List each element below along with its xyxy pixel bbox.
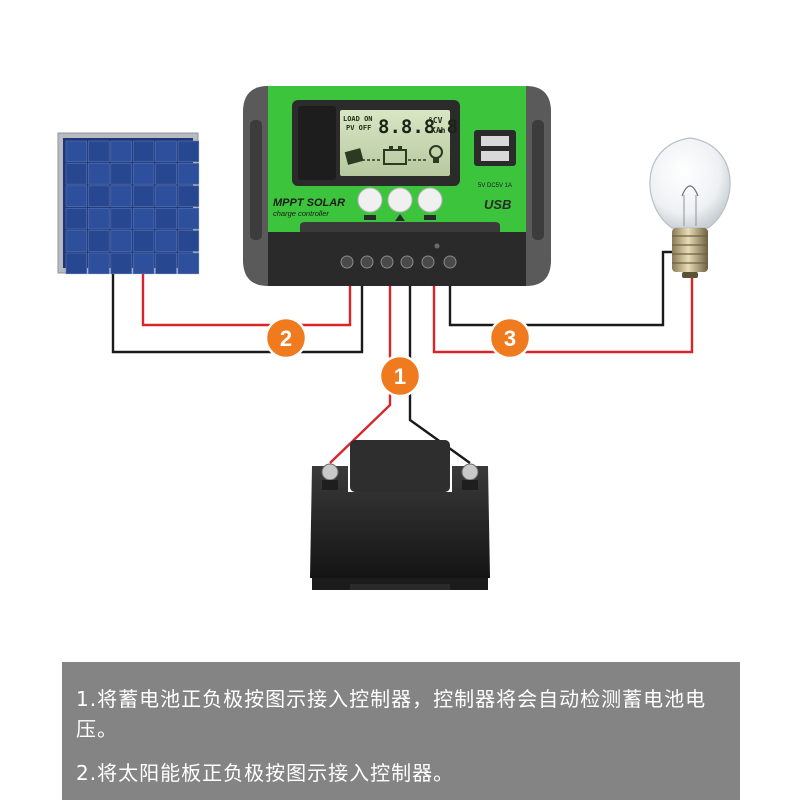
panel-cells xyxy=(65,140,200,275)
panel-cell xyxy=(65,185,88,207)
usb-label: USB xyxy=(484,197,511,212)
usb-port-1[interactable] xyxy=(481,136,509,146)
terminal-4[interactable] xyxy=(400,255,414,269)
battery-positive-terminal xyxy=(321,463,339,481)
controller-button-3[interactable] xyxy=(417,187,443,213)
lcd-load-indicator: LOAD ON xyxy=(343,115,373,123)
button-2-label-icon xyxy=(395,214,405,221)
load-negative-wire xyxy=(448,250,676,327)
battery-negative-terminal xyxy=(461,463,479,481)
panel-cell xyxy=(177,252,200,275)
panel-cell xyxy=(88,230,110,252)
panel-cell xyxy=(88,163,110,185)
usb-port-2[interactable] xyxy=(481,151,509,161)
battery xyxy=(310,440,490,590)
terminal-5[interactable] xyxy=(421,255,435,269)
badge-battery xyxy=(378,354,422,398)
panel-cell xyxy=(132,207,155,230)
usb-spec-text: 5V DC5V 1A xyxy=(478,183,512,189)
terminal-3[interactable] xyxy=(380,255,394,269)
panel-cell xyxy=(132,252,155,275)
brand-subtitle: charge controller xyxy=(273,209,329,218)
panel-cell xyxy=(132,163,155,185)
lcd-battery-icon xyxy=(383,149,407,165)
panel-cell xyxy=(110,140,132,163)
badge-panel xyxy=(264,316,308,360)
panel-cell xyxy=(177,207,200,230)
panel-cell xyxy=(88,140,110,163)
panel-cell xyxy=(110,252,132,275)
status-led xyxy=(434,243,440,249)
light-bulb xyxy=(649,137,731,278)
badge-load xyxy=(488,316,532,360)
badge-panel-number: 2 xyxy=(280,326,292,351)
button-1-label-icon xyxy=(364,215,376,220)
terminal-1[interactable] xyxy=(340,255,354,269)
brand-title: MPPT SOLAR xyxy=(273,197,345,209)
panel-cell xyxy=(155,230,177,252)
wiring-diagram: LOAD ON PV OFF 8.8.8.8 °CV KAh MPPT SOLA… xyxy=(57,86,731,590)
panel-positive-wire xyxy=(141,270,352,327)
panel-cell xyxy=(155,163,177,185)
button-3-label-icon xyxy=(424,215,436,220)
instruction-step-2: 2.将太阳能板正负极按图示接入控制器。 xyxy=(76,761,455,785)
panel-cell xyxy=(110,185,132,207)
lcd-unit-top: °CV xyxy=(428,116,443,125)
panel-cell xyxy=(155,185,177,207)
load-positive-wire xyxy=(432,274,694,354)
panel-cell xyxy=(132,230,155,252)
panel-cell xyxy=(88,185,110,207)
panel-cell xyxy=(65,230,88,252)
terminal-6[interactable] xyxy=(443,255,457,269)
terminal-2[interactable] xyxy=(360,255,374,269)
badge-load-number: 3 xyxy=(504,326,516,351)
charge-controller: LOAD ON PV OFF 8.8.8.8 °CV KAh MPPT SOLA… xyxy=(243,86,551,286)
badge-battery-number: 1 xyxy=(394,364,406,389)
panel-cell xyxy=(88,252,110,275)
panel-cell xyxy=(177,230,200,252)
panel-cell xyxy=(88,207,110,230)
panel-cell xyxy=(155,207,177,230)
panel-cell xyxy=(177,185,200,207)
panel-cell xyxy=(65,163,88,185)
terminal-row xyxy=(340,243,457,269)
panel-cell xyxy=(132,140,155,163)
battery-positive-wire xyxy=(329,284,392,464)
panel-cell xyxy=(110,163,132,185)
panel-cell xyxy=(155,140,177,163)
lcd-panel-icon xyxy=(344,148,364,165)
panel-cell xyxy=(155,252,177,275)
wires xyxy=(111,250,694,464)
solar-panel xyxy=(57,132,200,275)
panel-cell xyxy=(65,207,88,230)
step-badges: 1 2 3 xyxy=(264,316,532,398)
panel-cell xyxy=(132,185,155,207)
lcd-digits: 8.8.8.8 xyxy=(378,116,458,138)
panel-cell xyxy=(65,140,88,163)
instruction-step-1: 1.将蓄电池正负极按图示接入控制器，控制器将会自动检测蓄电池电压。 xyxy=(76,687,707,741)
panel-negative-wire xyxy=(111,270,364,354)
controller-button-2[interactable] xyxy=(387,187,413,213)
panel-cell xyxy=(177,163,200,185)
panel-cell xyxy=(110,230,132,252)
instructions-panel: 1.将蓄电池正负极按图示接入控制器，控制器将会自动检测蓄电池电压。 2.将太阳能… xyxy=(62,662,740,800)
controller-button-1[interactable] xyxy=(357,187,383,213)
lcd-unit-bottom: KAh xyxy=(431,126,446,135)
panel-cell xyxy=(65,252,88,275)
panel-cell xyxy=(177,140,200,163)
panel-cell xyxy=(110,207,132,230)
lcd-pv-indicator: PV OFF xyxy=(346,124,371,132)
